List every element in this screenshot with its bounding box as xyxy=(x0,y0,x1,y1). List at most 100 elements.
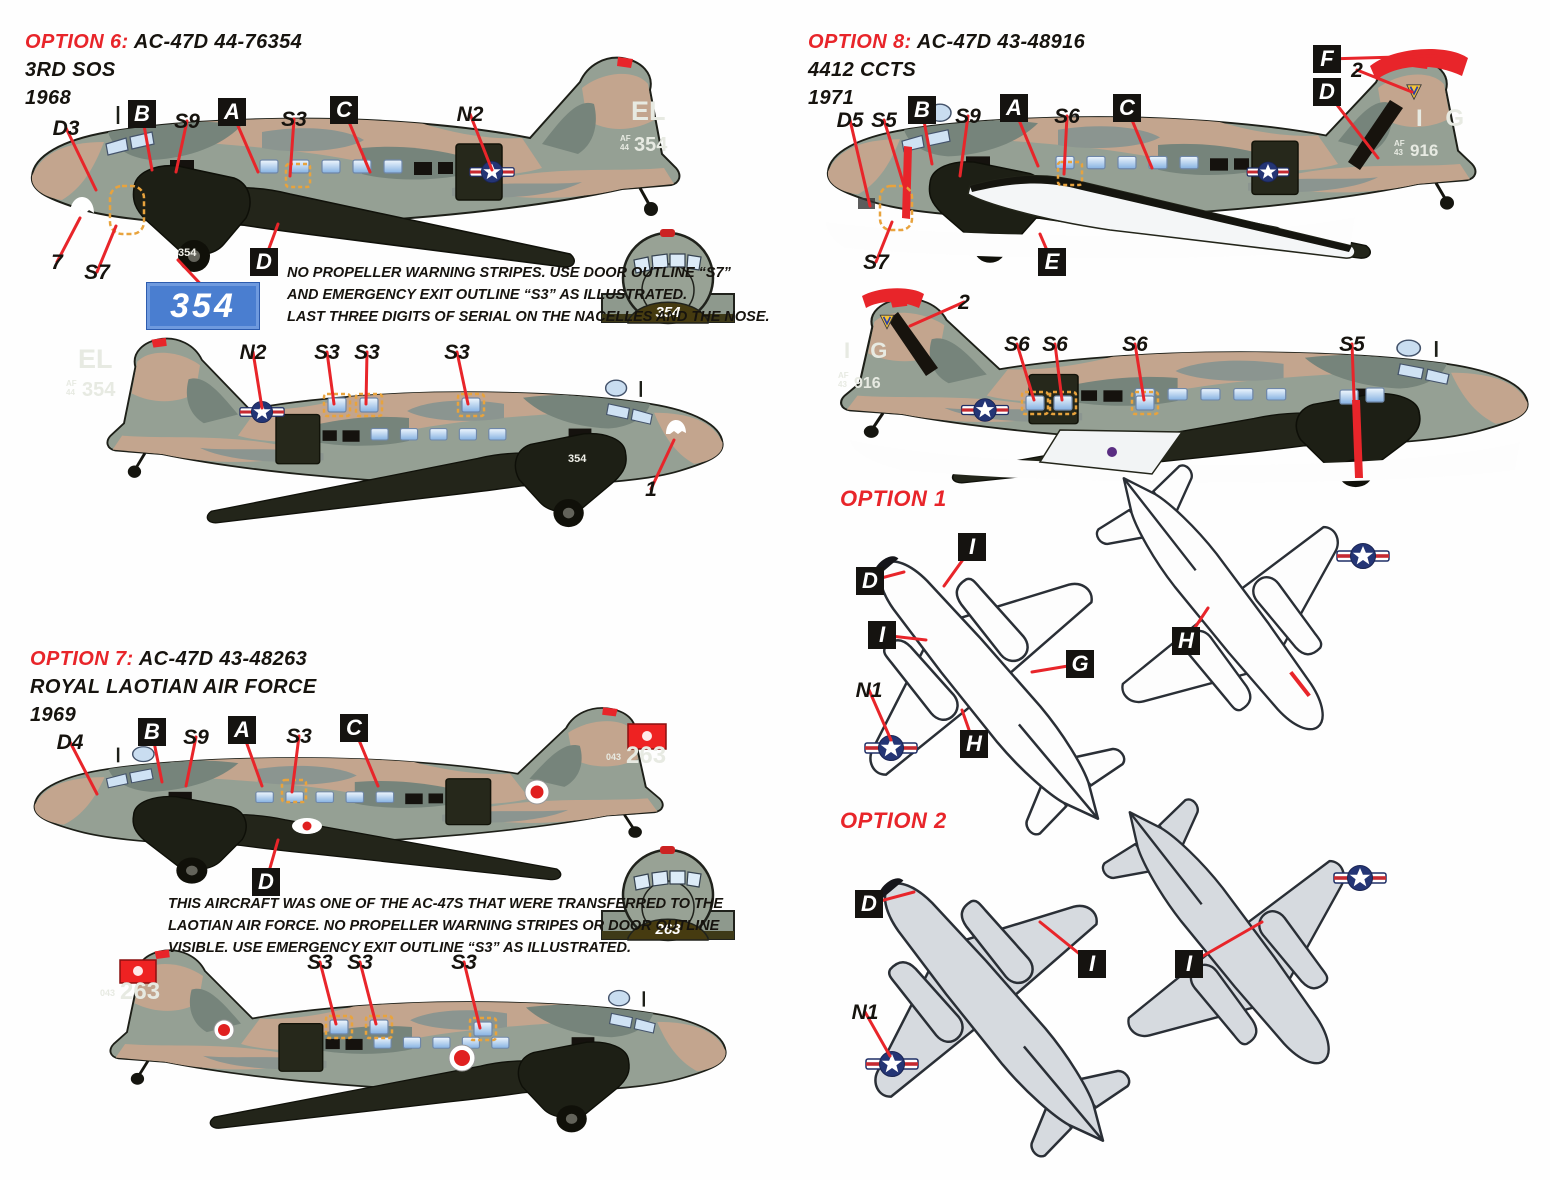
svg-text:B: B xyxy=(914,97,930,122)
svg-text:D: D xyxy=(258,869,274,894)
option7-aircraft: AC-47D 43-48263 xyxy=(138,648,308,670)
svg-text:I: I xyxy=(969,534,976,559)
svg-text:S7: S7 xyxy=(84,261,111,284)
callout-a: A xyxy=(218,98,246,126)
option2-title: OPTION 2 xyxy=(840,808,947,833)
leader-line xyxy=(251,350,264,410)
option8-year: 1971 xyxy=(808,87,855,109)
callout-s6: S6 xyxy=(1042,333,1068,356)
svg-text:44: 44 xyxy=(66,388,75,397)
callout-d3: D3 xyxy=(53,117,80,140)
svg-text:S3: S3 xyxy=(314,341,340,364)
ghost-artwork xyxy=(666,420,686,434)
callout-2: 2 xyxy=(1350,59,1363,82)
svg-text:43: 43 xyxy=(838,380,847,389)
callout-a: A xyxy=(1000,94,1028,122)
leader-line xyxy=(468,112,494,172)
leader-line xyxy=(290,734,301,794)
svg-text:I: I xyxy=(1089,951,1096,976)
svg-text:44: 44 xyxy=(620,143,629,152)
callout-n1: N1 xyxy=(852,1001,879,1024)
option7-header: OPTION 7: AC-47D 43-48263 ROYAL LAOTIAN … xyxy=(30,645,317,729)
svg-text:D: D xyxy=(861,891,877,916)
leader-line xyxy=(95,224,118,274)
laotian-roundel xyxy=(530,785,544,799)
svg-text:S6: S6 xyxy=(1004,333,1030,356)
svg-text:S3: S3 xyxy=(286,725,312,748)
nacelle-number: 354 xyxy=(178,247,197,259)
red-fin-cap xyxy=(862,288,924,308)
leader-line xyxy=(848,118,872,208)
callout-2: 2 xyxy=(957,291,970,314)
svg-text:D: D xyxy=(1319,79,1335,104)
svg-text:A: A xyxy=(223,99,240,124)
door-outline-s7 xyxy=(878,184,914,232)
callout-s7: S7 xyxy=(863,251,890,274)
black-fin-stripe xyxy=(888,312,938,376)
white-belly xyxy=(826,217,1355,259)
leader-line xyxy=(174,119,189,174)
leader-line xyxy=(68,740,99,796)
leader-line xyxy=(1015,342,1036,402)
svg-text:916: 916 xyxy=(854,375,881,392)
svg-text:7: 7 xyxy=(51,251,64,274)
svg-text:S6: S6 xyxy=(1054,105,1080,128)
callout-b: B xyxy=(128,100,156,128)
option7-title-prefix: OPTION 7: xyxy=(30,648,134,670)
option7-year: 1969 xyxy=(30,704,77,726)
svg-text:354: 354 xyxy=(82,379,116,401)
callout-s3: S3 xyxy=(347,951,373,974)
svg-text:I G: I G xyxy=(844,338,894,363)
callout-c: C xyxy=(1113,94,1141,122)
option6-title-prefix: OPTION 6: xyxy=(25,31,129,53)
svg-text:D: D xyxy=(862,568,878,593)
callout-1: 1 xyxy=(645,478,657,501)
option6-year: 1968 xyxy=(25,87,72,109)
callout-d5: D5 xyxy=(837,109,864,132)
option6-side-view-port: EL AF 44 354 354 xyxy=(66,338,723,527)
leader-line xyxy=(288,117,296,178)
svg-text:F: F xyxy=(1320,46,1334,71)
callout-g: G xyxy=(1066,650,1094,678)
svg-text:D: D xyxy=(256,249,272,274)
leader-line xyxy=(318,960,338,1026)
svg-text:S6: S6 xyxy=(1042,333,1068,356)
svg-text:43: 43 xyxy=(1394,148,1403,157)
svg-text:EL: EL xyxy=(78,344,113,374)
option1-title: OPTION 1 xyxy=(840,486,947,511)
leader-line xyxy=(1053,342,1064,402)
blue-serial-decal: 354 xyxy=(146,282,260,330)
ghost-artwork xyxy=(70,197,94,214)
option8-unit: 4412 CCTS xyxy=(808,59,917,81)
svg-text:I G: I G xyxy=(1416,105,1472,132)
svg-text:D5: D5 xyxy=(837,109,864,132)
option8-header: OPTION 8: AC-47D 43-48916 4412 CCTS 1971 xyxy=(808,28,1085,112)
svg-text:AF: AF xyxy=(66,379,77,388)
svg-text:H: H xyxy=(966,731,983,756)
svg-text:N1: N1 xyxy=(852,1001,879,1024)
leader-line xyxy=(1133,342,1146,402)
svg-text:A: A xyxy=(233,717,250,742)
callout-s9: S9 xyxy=(174,110,200,133)
leader-line xyxy=(882,118,908,194)
option8-side-view-port: I G AF 43 916 xyxy=(838,288,1528,487)
callout-f: F xyxy=(1313,45,1341,73)
svg-text:S3: S3 xyxy=(347,951,373,974)
svg-text:AF: AF xyxy=(1394,139,1405,148)
leader-line xyxy=(1350,342,1357,426)
leader-line xyxy=(364,350,369,406)
svg-text:C: C xyxy=(346,715,363,740)
svg-text:A: A xyxy=(1005,95,1022,120)
svg-text:AF: AF xyxy=(620,134,631,143)
option7-unit: ROYAL LAOTIAN AIR FORCE xyxy=(30,676,317,698)
option6-header: OPTION 6: AC-47D 44-76354 3RD SOS 1968 xyxy=(25,28,302,112)
svg-text:916: 916 xyxy=(1410,141,1438,160)
leader-line xyxy=(455,350,470,406)
callout-s3: S3 xyxy=(354,341,380,364)
svg-text:354: 354 xyxy=(568,453,587,465)
exit-outline-s3 xyxy=(284,162,312,189)
